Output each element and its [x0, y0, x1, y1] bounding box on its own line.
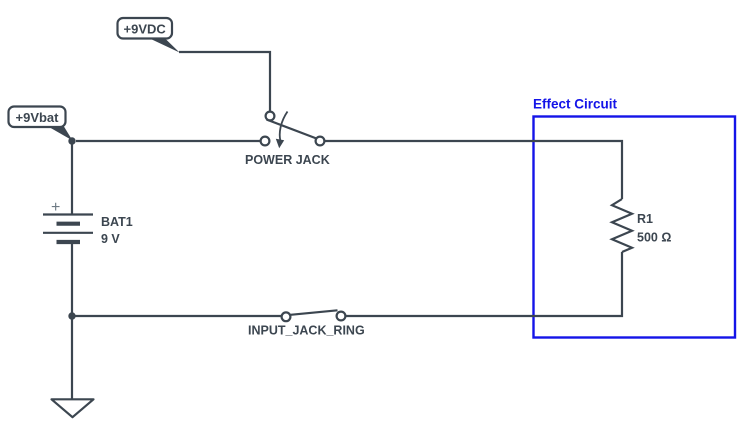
switch-arrowhead-icon — [275, 138, 285, 149]
ground-symbol[interactable] — [50, 398, 95, 419]
switch-power-jack[interactable]: POWER JACK — [245, 110, 330, 168]
effect-circuit-rect — [532, 115, 737, 339]
flag-box — [7, 105, 67, 129]
switch-contact-left — [280, 311, 292, 323]
battery-plus-sign: + — [51, 199, 60, 216]
ground-triangle-icon — [50, 398, 95, 419]
wire-vdc-feed — [179, 50, 272, 112]
wires — [70, 50, 624, 399]
input-jack-ring-label: INPUT_JACK_RING — [248, 324, 365, 338]
junction-dot-bottom — [68, 312, 76, 320]
battery-ref: BAT1 — [101, 215, 133, 229]
switch-contact-right — [314, 135, 326, 147]
battery-bat1[interactable]: + BAT1 9 V — [43, 199, 133, 246]
switch-arrow-icon — [278, 110, 289, 141]
resistor-r1[interactable]: R1 500 Ω — [609, 198, 671, 254]
net-label-9vdc: +9VDC — [124, 21, 167, 36]
switch-contact-top — [264, 110, 276, 122]
resistor-zigzag-icon — [609, 198, 635, 254]
resistor-value: 500 Ω — [637, 231, 671, 245]
switch-input-jack-ring[interactable]: INPUT_JACK_RING — [248, 309, 365, 338]
net-flag-9vdc[interactable]: +9VDC — [116, 16, 180, 53]
switch-blade — [266, 118, 317, 140]
resistor-ref: R1 — [637, 212, 653, 226]
effect-circuit-box[interactable]: Effect Circuit — [532, 97, 737, 339]
net-flag-9vbat[interactable]: +9Vbat — [7, 105, 73, 141]
flag-box — [116, 16, 174, 40]
switch-contact-left — [259, 135, 271, 147]
effect-circuit-title: Effect Circuit — [533, 97, 618, 112]
switch-contact-right — [335, 310, 347, 322]
flag-tail-icon — [145, 36, 180, 53]
flag-tail-icon — [45, 125, 73, 141]
net-label-9vbat: +9Vbat — [16, 110, 60, 125]
wire-bottom-rail-right — [345, 252, 624, 318]
wire-top-rail-right — [324, 139, 624, 199]
battery-value: 9 V — [101, 232, 120, 246]
switch-blade — [290, 309, 338, 316]
power-jack-label: POWER JACK — [245, 153, 330, 167]
